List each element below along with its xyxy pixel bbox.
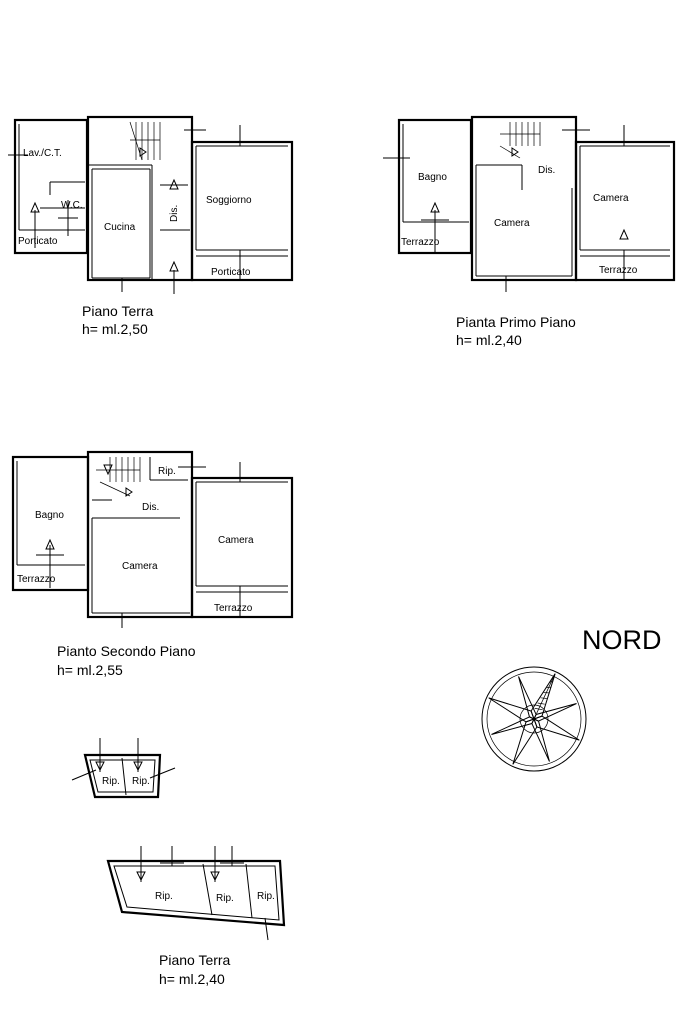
plan-height: h= ml.2,40 xyxy=(456,332,522,348)
plan-height: h= ml.2,40 xyxy=(159,971,225,987)
room-label: Rip. xyxy=(158,466,176,477)
second-floor-plan: Rip. Dis. Bagno Camera Camera Terrazzo T… xyxy=(11,450,294,678)
wall-block-center xyxy=(470,115,578,282)
storage-outline xyxy=(83,753,162,799)
wall-block-left xyxy=(13,118,89,255)
plan-height: h= ml.2,50 xyxy=(82,321,148,337)
room-label: Camera xyxy=(122,561,158,572)
north-label: NORD xyxy=(582,625,662,655)
room-label: Terrazzo xyxy=(17,574,56,585)
room-label: Dis. xyxy=(538,165,555,176)
room-label: Camera xyxy=(218,535,254,546)
ground-floor-plan: Lav./C.T. W.C. Porticato Cucina Dis. Sog… xyxy=(8,115,294,337)
room-label: Lav./C.T. xyxy=(23,148,62,159)
room-label: Dis. xyxy=(142,502,159,513)
room-label: Terrazzo xyxy=(401,237,440,248)
room-label: Rip. xyxy=(257,891,275,902)
wall-block-right xyxy=(574,140,676,282)
room-label: Terrazzo xyxy=(599,265,638,276)
wall-block-right xyxy=(190,140,294,282)
room-label: Camera xyxy=(494,218,530,229)
plan-caption: Piano Terra xyxy=(159,952,231,968)
room-label: Porticato xyxy=(18,236,58,247)
room-label: Dis. xyxy=(169,205,180,222)
room-label: Terrazzo xyxy=(214,603,253,614)
wall-block-right xyxy=(190,476,294,619)
small-storage-plan: Rip. Rip. xyxy=(71,738,176,799)
compass-icon xyxy=(481,666,587,772)
room-label: Rip. xyxy=(102,776,120,787)
plan-caption: Pianta Primo Piano xyxy=(456,314,576,330)
plan-caption: Pianto Secondo Piano xyxy=(57,643,196,659)
plan-caption: Piano Terra xyxy=(82,303,154,319)
room-label: Soggiorno xyxy=(206,195,252,206)
room-label: W.C. xyxy=(61,200,83,211)
cellar-plan: Rip. Rip. Rip. Piano Terra h= ml.2,40 xyxy=(106,846,286,987)
room-label: Camera xyxy=(593,193,629,204)
room-label: Bagno xyxy=(35,510,64,521)
room-label: Porticato xyxy=(211,267,251,278)
room-label: Rip. xyxy=(132,776,150,787)
room-label: Bagno xyxy=(418,172,447,183)
cellar-outline xyxy=(106,859,286,927)
room-label: Rip. xyxy=(155,891,173,902)
room-label: Cucina xyxy=(104,222,136,233)
first-floor-plan: Bagno Dis. Camera Camera Terrazzo Terraz… xyxy=(383,115,676,348)
compass-rose: NORD xyxy=(481,625,662,772)
wall-block-center xyxy=(86,115,194,282)
plan-height: h= ml.2,55 xyxy=(57,662,123,678)
room-label: Rip. xyxy=(216,893,234,904)
